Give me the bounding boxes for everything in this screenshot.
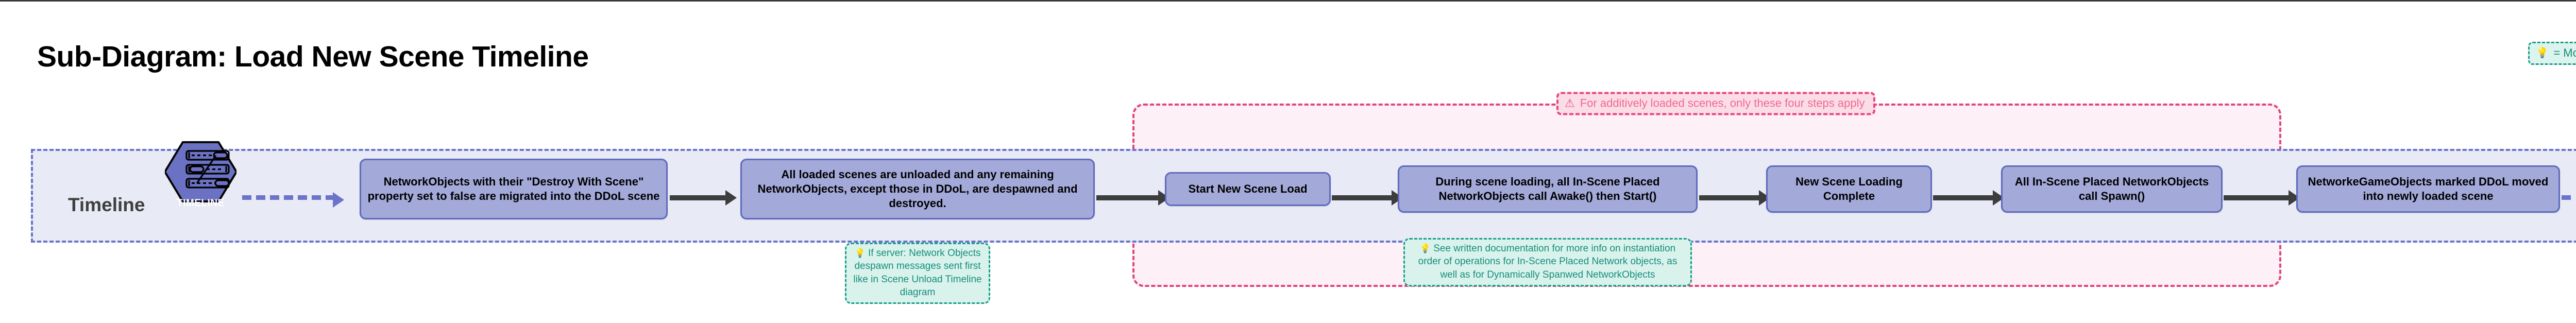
timeline-tracks-icon bbox=[165, 141, 236, 202]
note-written-docs: 💡 See written documentation for more inf… bbox=[1403, 238, 1692, 286]
more-info-legend: 💡 = More info bbox=[2528, 42, 2576, 65]
arrow-3-to-4 bbox=[1332, 195, 1393, 200]
arrow-4-to-5 bbox=[1699, 195, 1760, 200]
node-call-spawn[interactable]: All In-Scene Placed NetworkObjects call … bbox=[2001, 165, 2223, 213]
arrow-1-to-2 bbox=[670, 195, 726, 200]
note-server-despawn: 💡 If server: Network Objects despawn mes… bbox=[845, 243, 990, 304]
arrow-2-to-3 bbox=[1096, 195, 1159, 200]
lightbulb-icon: 💡 bbox=[1419, 244, 1431, 253]
page-title: Sub-Diagram: Load New Scene Timeline bbox=[37, 40, 589, 73]
lightbulb-icon: 💡 bbox=[854, 248, 866, 258]
note-written-docs-text: See written documentation for more info … bbox=[1418, 243, 1677, 280]
timeline-hexagon-caption: TIMELINE bbox=[177, 198, 225, 209]
node-move-ddol[interactable]: NetworkeGameObjects marked DDoL moved in… bbox=[2296, 165, 2560, 213]
node-start-load[interactable]: Start New Scene Load bbox=[1165, 172, 1331, 206]
more-info-label: = More info bbox=[2553, 46, 2576, 59]
node-unload-scenes[interactable]: All loaded scenes are unloaded and any r… bbox=[740, 159, 1095, 219]
node-migrate-ddol[interactable]: NetworkObjects with their "Destroy With … bbox=[360, 159, 668, 219]
node-awake-start[interactable]: During scene loading, all In-Scene Place… bbox=[1398, 165, 1698, 213]
warning-icon: ⚠ bbox=[1565, 96, 1575, 110]
lightbulb-icon: 💡 bbox=[2536, 47, 2549, 59]
timeline-hexagon bbox=[165, 141, 236, 202]
node-load-complete[interactable]: New Scene Loading Complete bbox=[1766, 165, 1932, 213]
additive-scenes-note: ⚠ For additively loaded scenes, only the… bbox=[1556, 92, 1875, 115]
arrow-7-to-end bbox=[2562, 195, 2576, 200]
additive-note-text: For additively loaded scenes, only these… bbox=[1580, 96, 1865, 110]
timeline-lane-label: Timeline bbox=[68, 194, 145, 215]
arrow-5-to-6 bbox=[1933, 195, 1994, 200]
arrow-hexagon-to-node-1 bbox=[242, 195, 335, 200]
note-server-despawn-text: If server: Network Objects despawn messa… bbox=[853, 248, 982, 298]
arrow-6-to-7 bbox=[2224, 195, 2290, 200]
